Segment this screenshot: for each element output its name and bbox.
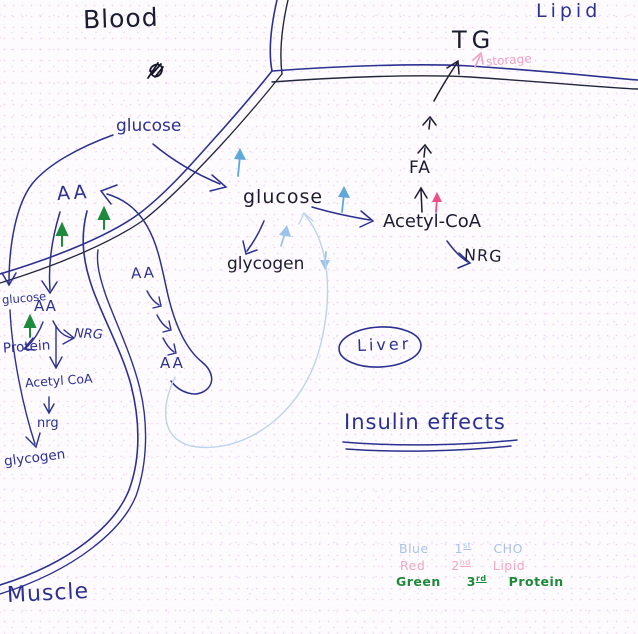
lipid-region-label: Lipid: [536, 0, 602, 22]
legend-row-blue: Blue 1st CHO: [399, 541, 523, 556]
legend-ordinal-suffix: st: [463, 541, 472, 550]
legend-ordinal-suffix: rd: [475, 574, 487, 583]
muscle-nrg-label: NRG: [73, 326, 104, 343]
muscle-protein-label: Protein: [2, 337, 51, 357]
muscle-nrg-lower-label: nrg: [37, 416, 59, 431]
adipose-cell-membrane: [269, 0, 638, 90]
muscle-cell-membrane: [0, 210, 147, 595]
legend-row-red: Red 2nd Lipid: [400, 558, 525, 573]
title-underline: [342, 439, 518, 452]
storage-note: storage: [485, 51, 533, 69]
blood-aa-label: AA: [56, 180, 91, 206]
legend-color-name: Blue: [399, 541, 429, 557]
blue-uptake-arrows: [234, 148, 350, 270]
pink-lipid-arrows: [432, 51, 484, 213]
liver-glycogen-label: glycogen: [227, 254, 305, 274]
legend-ordinal: 3: [466, 574, 476, 590]
vessel-wall-hook-arrow: [99, 184, 213, 395]
glucose-to-muscle-arrow: [1, 134, 114, 287]
page-title: Insulin effects: [344, 410, 506, 434]
legend-ordinal-suffix: nd: [459, 558, 471, 567]
fa-tg-chain-arrows: [414, 59, 460, 213]
legend-ordinal: 2: [451, 558, 460, 574]
tg-label: TG: [452, 26, 496, 54]
muscle-internal-arrows: [9, 309, 76, 449]
legend-category: Lipid: [492, 558, 526, 574]
muscle-aa-label: AA: [34, 297, 57, 315]
muscle-region-label: Muscle: [6, 578, 90, 609]
liver-glucose-label: glucose: [243, 186, 324, 208]
aa-flow-chevrons: [146, 290, 177, 356]
legend-category: Protein: [508, 574, 564, 590]
blood-vessel-wall-upper: [0, 70, 283, 284]
blood-glucose-label: glucose: [116, 116, 182, 136]
vessel-aa-upper-label: AA: [130, 263, 157, 283]
ink-scribble: [147, 62, 164, 79]
legend-ordinal: 1: [454, 541, 464, 557]
glucose-recycle-loop: [164, 211, 329, 448]
liver-arrows: [152, 143, 472, 269]
vessel-aa-lower-label: AA: [160, 354, 185, 372]
legend-category: CHO: [493, 541, 523, 557]
fa-label: FA: [409, 158, 431, 178]
liver-oval: [338, 326, 422, 368]
legend-row-green: Green 3rd Protein: [396, 574, 564, 589]
legend-color-name: Green: [396, 574, 441, 590]
liver-acetyl-coa-label: Acetyl-CoA: [383, 211, 482, 232]
blood-region-label: Blood: [82, 2, 160, 35]
aa-to-muscle-arrow: [41, 211, 61, 295]
liver-nrg-label: NRG: [463, 245, 503, 266]
liver-region-label: Liver: [356, 334, 412, 355]
legend-color-name: Red: [400, 558, 426, 574]
green-uptake-arrows: [23, 205, 111, 338]
